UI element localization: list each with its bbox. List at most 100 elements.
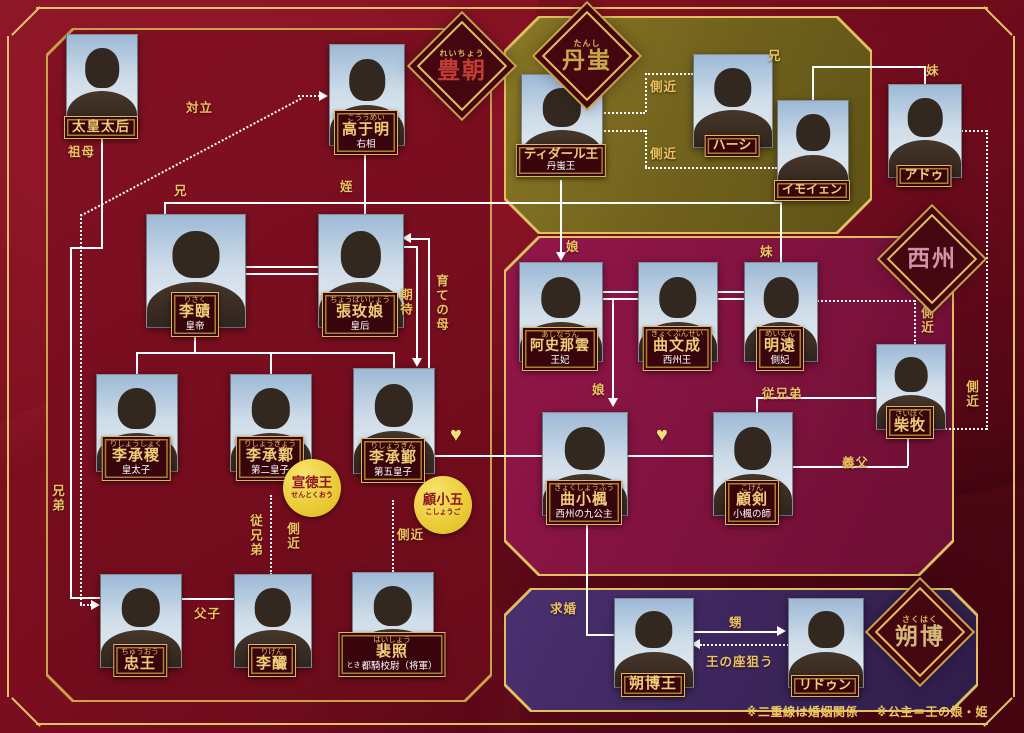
- character-title: 皇帝: [185, 321, 205, 333]
- line-marriage-emperor: [244, 266, 318, 275]
- name-plate: こけん 顧剣 小楓の師: [724, 479, 780, 525]
- legend-note-princess: ※公主＝王の娘・姫: [875, 705, 988, 719]
- name-plate: めいえん 明遠 側妃: [755, 325, 805, 371]
- line-throne-aim: [700, 644, 800, 646]
- character-name: 太皇太后: [72, 119, 130, 135]
- line-love-gin-shoufuu: [433, 455, 542, 457]
- label-throne-aim: 王の座狙う: [706, 655, 774, 669]
- tag-furigana: せんとくおう: [291, 492, 333, 500]
- label-father-son: 父子: [194, 607, 222, 621]
- line-confrontation-vertical: [80, 214, 82, 604]
- portrait-ridun: [788, 598, 864, 688]
- frame-bottom: [36, 723, 988, 725]
- line-sokkin-imoyen-b: [645, 130, 647, 167]
- line-drop-gin: [393, 352, 395, 368]
- line-sokkin-meien-saiboku-a: [817, 300, 915, 302]
- character-name: 李承鄴: [245, 447, 294, 464]
- badge-inner: 西州: [890, 217, 974, 301]
- name-plate: さいぼく 柴牧: [885, 405, 935, 439]
- label-elder-brother: 兄: [174, 184, 188, 198]
- name-plate: リドゥン: [790, 675, 860, 697]
- badge-tanshi: たんし 丹蚩: [541, 10, 633, 102]
- arrow-into-chuuou: [91, 600, 100, 610]
- line-niece: [364, 152, 366, 234]
- portrait-hashi: [693, 54, 773, 148]
- line-sokkin-imoyen-a: [601, 130, 645, 132]
- character-card-rigen: りげん 李釅: [234, 574, 312, 677]
- character-card-ridun: リドゥン: [788, 598, 864, 697]
- character-name: 張玫娘: [335, 303, 384, 320]
- character-card-saiboku: さいぼく 柴牧: [876, 344, 946, 439]
- line-proposal: [586, 524, 588, 636]
- frame-left: [7, 36, 9, 697]
- character-card-adu: アドゥ: [888, 84, 962, 187]
- line-sokkin-adu-saiboku-c: [945, 428, 987, 430]
- label-elder-brother-imoyen: 兄: [768, 49, 782, 63]
- arrow-foster-mother: [402, 233, 411, 243]
- character-title: 小楓の師: [732, 509, 772, 521]
- character-title: 皇太子: [121, 465, 151, 477]
- name-plate: ちょうばいじょう 張玫娘 皇后: [322, 291, 398, 337]
- furigana: めいえん: [764, 328, 795, 338]
- furigana: きょくしょうふう: [554, 482, 614, 492]
- character-name: ティダール王: [523, 146, 599, 161]
- character-name: 裴照: [375, 643, 409, 660]
- character-name: 李承鄞: [368, 449, 418, 466]
- character-name: 李釅: [255, 655, 289, 672]
- character-name: 高于明: [341, 121, 391, 138]
- line-foster-mother: [428, 238, 430, 368]
- arrow-throne-aim: [691, 639, 700, 649]
- line-sokkin-adu-saiboku-a: [961, 130, 987, 132]
- character-title: 第二皇子: [250, 465, 289, 477]
- line-sokkin-meien-saiboku-b: [914, 300, 916, 344]
- name-plate: アドゥ: [896, 165, 952, 187]
- arrow-into-kouumei: [319, 91, 328, 101]
- badge-name: 丹蚩: [562, 48, 612, 74]
- line-grandmother: [101, 134, 103, 248]
- badge-name: 西州: [907, 245, 957, 271]
- character-title: 右相: [356, 139, 376, 151]
- line-foster-father-riser: [907, 436, 909, 466]
- line-sokkin-hashi-c: [645, 73, 693, 75]
- character-card-ashinaun: あしなうん 阿史那雲 王妃: [519, 262, 603, 371]
- line-marriage-meien: [716, 291, 744, 300]
- badge-houchou: れいちょう 豊朝: [416, 20, 508, 112]
- character-card-choubaijou: ちょうばいじょう 張玫娘 皇后: [318, 214, 404, 337]
- arrow-expectation: [412, 358, 422, 367]
- character-card-meien: めいえん 明遠 側妃: [744, 262, 818, 371]
- character-name: アドゥ: [904, 167, 944, 183]
- character-card-risaku: りさく 李賾 皇帝: [146, 214, 246, 337]
- label-grandmother: 祖母: [68, 145, 96, 159]
- furigana: はいしょう: [373, 634, 411, 644]
- name-plate: はいしょう 裴照 とき都騎校尉（将軍）: [338, 631, 446, 677]
- character-card-sakuhakuou: 朔博王: [614, 598, 694, 697]
- label-foster-father: 義父: [842, 456, 870, 470]
- name-plate: ハーシ: [704, 135, 760, 157]
- portrait-imoyen: [777, 100, 849, 192]
- label-foster-mother: 育ての母: [434, 274, 448, 332]
- character-card-kouumei: こううめい 高于明 右相: [329, 44, 405, 155]
- character-name: 顧剣: [735, 491, 769, 508]
- character-title: 皇后: [350, 321, 370, 333]
- name-plate: りしょうしょく 李承稷 皇太子: [101, 435, 171, 481]
- name-plate: りさく 李賾 皇帝: [170, 291, 220, 337]
- line-marriage-ashinaun: [601, 291, 638, 300]
- character-name: 曲文成: [652, 337, 701, 354]
- character-title: 第五皇子: [373, 467, 413, 479]
- furigana: こううめい: [347, 112, 385, 122]
- portrait-adu: [888, 84, 962, 178]
- badge-inner: れいちょう 豊朝: [420, 24, 504, 108]
- line-children-bar: [136, 352, 394, 354]
- furigana: りげん: [260, 646, 284, 656]
- character-card-hashi: ハーシ: [693, 54, 773, 157]
- furigana: りしょうしょく: [109, 438, 163, 448]
- label-confidant-saiboku: 側近: [919, 306, 933, 335]
- character-card-kyokushoufuu: きょくしょうふう 曲小楓 西州の九公主: [542, 412, 628, 525]
- furigana: りさく: [183, 294, 207, 304]
- character-name: 朔博王: [628, 675, 678, 692]
- legend-note-marriage: ※二重線は婚姻関係: [745, 705, 858, 719]
- label-confrontation: 対立: [186, 101, 214, 115]
- character-name: 忠王: [123, 655, 156, 672]
- badge-sakuhaku: さくはく 朔博: [874, 586, 966, 678]
